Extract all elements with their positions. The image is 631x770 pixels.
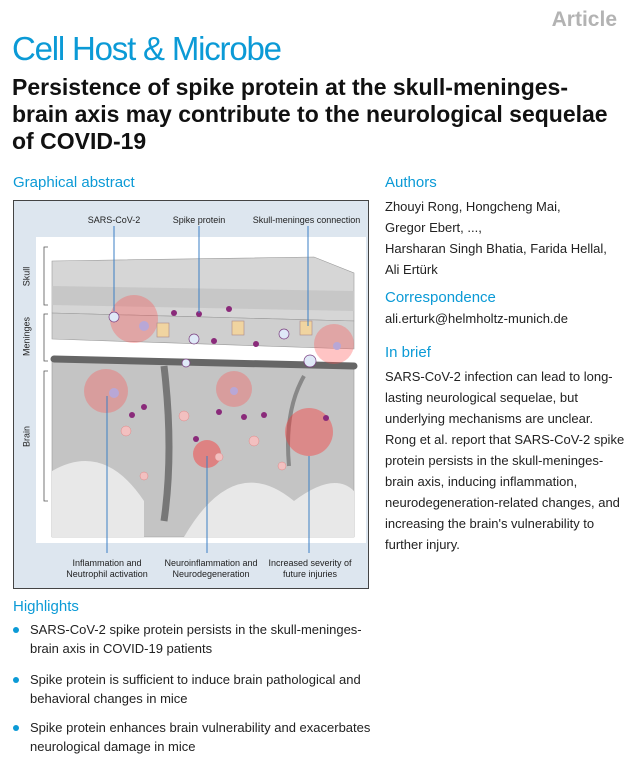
graphical-abstract-heading: Graphical abstract	[13, 174, 135, 191]
label-brain: Brain	[21, 426, 32, 448]
label-meninges: Meninges	[21, 316, 32, 357]
authors-list: Zhouyi Rong, Hongcheng Mai,Gregor Ebert,…	[385, 199, 607, 277]
authors-heading: Authors	[385, 174, 437, 191]
correspondence-email[interactable]: ali.erturk@helmholtz-munich.de	[385, 311, 568, 326]
graphical-abstract-figure: SARS-CoV-2 Spike protein Skull-meninges …	[13, 200, 369, 589]
brain-diagram	[36, 226, 366, 553]
bullet-icon	[13, 725, 19, 731]
highlight-item: Spike protein enhances brain vulnerabili…	[30, 720, 371, 754]
highlights-heading: Highlights	[13, 598, 79, 615]
in-brief-text: SARS-CoV-2 infection can lead to long-la…	[385, 369, 625, 552]
label-sars-cov-2: SARS-CoV-2	[87, 215, 141, 225]
journal-name: Cell Host & Microbe	[12, 30, 282, 67]
article-type: Article	[551, 8, 617, 31]
article-title: Persistence of spike protein at the skul…	[12, 74, 608, 154]
label-skull-meninges-connection: Skull-meninges connection	[252, 215, 361, 225]
label-spike-protein: Spike protein	[172, 215, 226, 225]
bullet-icon	[13, 677, 19, 683]
bullet-icon	[13, 627, 19, 633]
label-skull: Skull	[21, 266, 32, 287]
correspondence-heading: Correspondence	[385, 289, 496, 306]
highlight-item: SARS-CoV-2 spike protein persists in the…	[30, 622, 362, 656]
highlight-item: Spike protein is sufficient to induce br…	[30, 672, 361, 706]
in-brief-heading: In brief	[385, 344, 431, 361]
